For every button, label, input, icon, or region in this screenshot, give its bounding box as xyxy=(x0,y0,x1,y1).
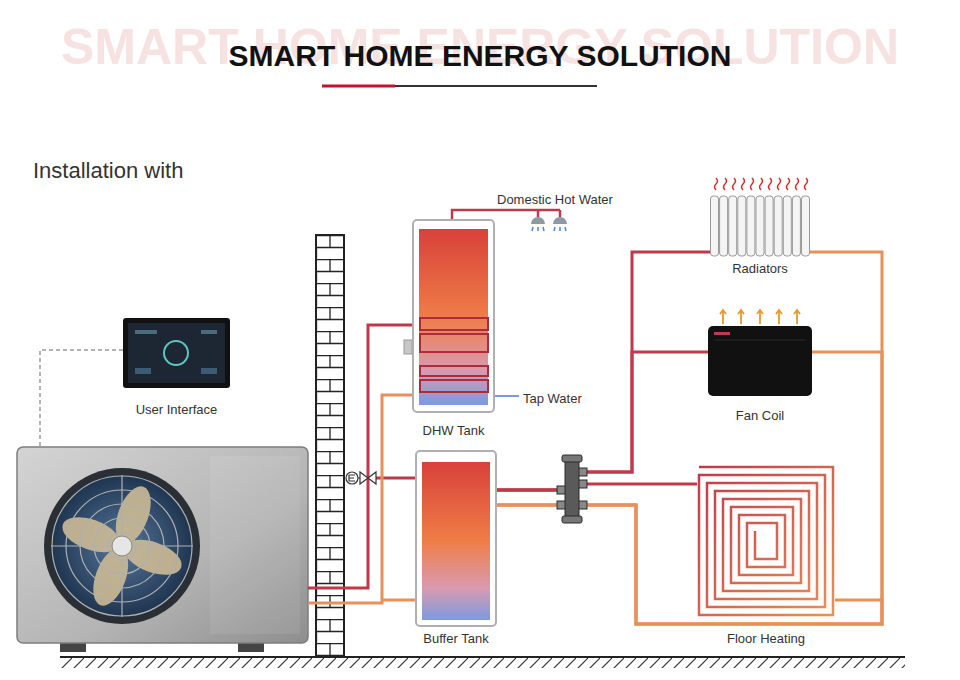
buffer-tank-body xyxy=(416,451,496,626)
section-heading: Installation with xyxy=(33,158,183,183)
node-label: DHW Tank xyxy=(423,423,485,438)
fan-coil-body xyxy=(708,326,812,396)
pipe-label: Domestic Hot Water xyxy=(497,192,613,207)
ground xyxy=(60,657,905,668)
node-label: User Interface xyxy=(136,402,218,417)
fan-coil-unit: Fan Coil xyxy=(708,306,812,423)
pipe-label-box: Domestic Hot Water xyxy=(497,190,613,208)
pipe-connector xyxy=(497,352,708,490)
radiator-shape xyxy=(710,174,810,258)
pipe-connector xyxy=(497,252,710,490)
tank-sensor xyxy=(404,340,412,354)
section-heading-box: Installation with xyxy=(33,158,183,184)
pipe-label: Tap Water xyxy=(523,391,582,406)
buffer-tank-shape xyxy=(415,450,497,627)
pipe-connector xyxy=(497,484,697,490)
heat-waves xyxy=(715,178,808,190)
fan-coil-unit-shape xyxy=(708,306,812,398)
pipe-connector xyxy=(497,352,882,624)
user-interface-panel: User Interface xyxy=(123,316,230,417)
brick-wall xyxy=(316,235,344,657)
floor-heating-loop-shape xyxy=(697,465,835,617)
heat-pump-unit xyxy=(17,447,308,652)
radiator-fins xyxy=(711,196,810,256)
floor-heating-loop xyxy=(699,467,833,615)
floor-heating-loop: Floor Heating xyxy=(697,465,835,646)
buffer-tank: Buffer Tank xyxy=(415,450,497,646)
dhw-tank: DHW Tank xyxy=(412,219,495,438)
radiator: Radiators xyxy=(710,174,810,276)
user-interface-panel-shape xyxy=(123,316,230,390)
touch-screen xyxy=(123,318,230,388)
title-underline xyxy=(322,86,597,87)
warm-air-arrows xyxy=(720,310,800,324)
node-label: Radiators xyxy=(732,261,788,276)
dhw-tank-shape xyxy=(412,219,495,413)
pipe-connector xyxy=(497,252,882,624)
three-way-valve xyxy=(346,472,376,484)
heat-pump-pipes xyxy=(308,325,415,603)
control-link xyxy=(40,350,123,447)
title-box: SMART HOME ENERGY SOLUTION xyxy=(0,36,960,76)
tap-water-pipe xyxy=(495,395,519,397)
node-label: Buffer Tank xyxy=(423,631,488,646)
diagram-title: SMART HOME ENERGY SOLUTION xyxy=(229,39,732,72)
node-label: Fan Coil xyxy=(736,408,784,423)
dhw-tank-body xyxy=(413,220,494,412)
pipe-label-box: Tap Water xyxy=(523,389,582,407)
node-label: Floor Heating xyxy=(727,631,805,646)
